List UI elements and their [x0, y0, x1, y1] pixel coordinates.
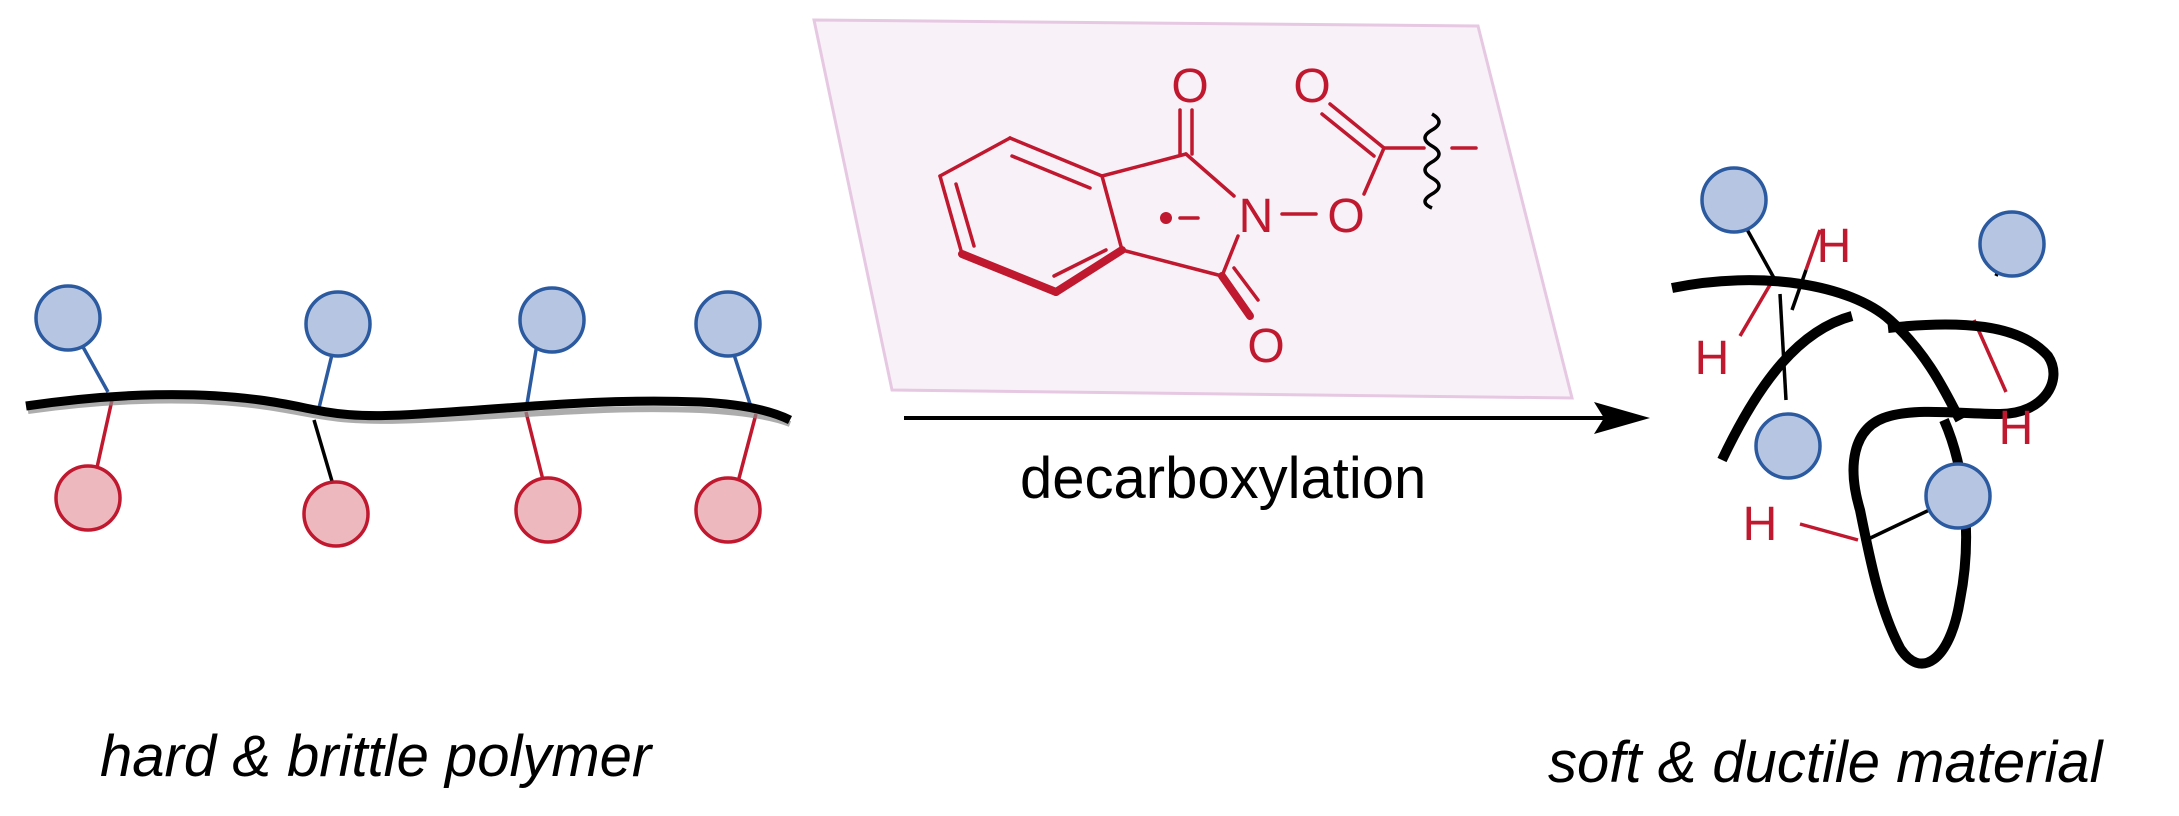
radical-dot: [1160, 212, 1172, 224]
reagent-panel: O O N O O: [812, 18, 1574, 400]
hydrogen-label: H: [1695, 332, 1730, 385]
polymer-chain-shadow: [27, 397, 792, 427]
red-pendant: [694, 476, 762, 544]
blue-pendant: [1754, 412, 1822, 480]
red-pendant: [54, 464, 122, 532]
atom-label: N: [1239, 190, 1274, 243]
right-caption: soft & ductile material: [1548, 730, 2103, 795]
panel-parallelogram: [812, 18, 1574, 400]
atom-label: O: [1293, 60, 1330, 113]
linear-polymer: [25, 284, 793, 548]
red-pendant: [302, 480, 370, 548]
hydrogen-labels: H H H H: [1695, 220, 2034, 551]
blue-pendant: [1700, 166, 1768, 234]
coiled-chain: [1670, 275, 2059, 669]
reaction-condition-label: decarboxylation: [1020, 446, 1427, 511]
coiled-polymer: H H H H: [1670, 166, 2059, 669]
hydrogen-label: H: [1999, 402, 2034, 455]
atom-label: O: [1247, 320, 1284, 373]
wavy-bond: [1423, 112, 1441, 210]
blue-pendant: [1978, 210, 2046, 278]
left-caption: hard & brittle polymer: [100, 724, 652, 789]
atom-label: O: [1171, 60, 1208, 113]
blue-pendant-groups: [1700, 166, 2046, 530]
hydrogen-label: H: [1817, 220, 1852, 273]
reaction-arrow: [904, 402, 1650, 434]
hydrogen-label: H: [1743, 498, 1778, 551]
atom-label: O: [1327, 190, 1364, 243]
phthalimide-structure: [938, 102, 1478, 320]
red-pendant: [514, 476, 582, 544]
blue-pendant: [34, 284, 102, 352]
blue-pendant: [304, 290, 372, 358]
atom-labels: O O N O O: [1171, 60, 1364, 373]
red-pendant-groups: [54, 464, 762, 548]
blue-pendant: [518, 286, 586, 354]
blue-pendant: [1924, 462, 1992, 530]
blue-pendant: [694, 290, 762, 358]
blue-pendant-groups: [34, 284, 762, 358]
polymer-chain: [25, 390, 793, 425]
